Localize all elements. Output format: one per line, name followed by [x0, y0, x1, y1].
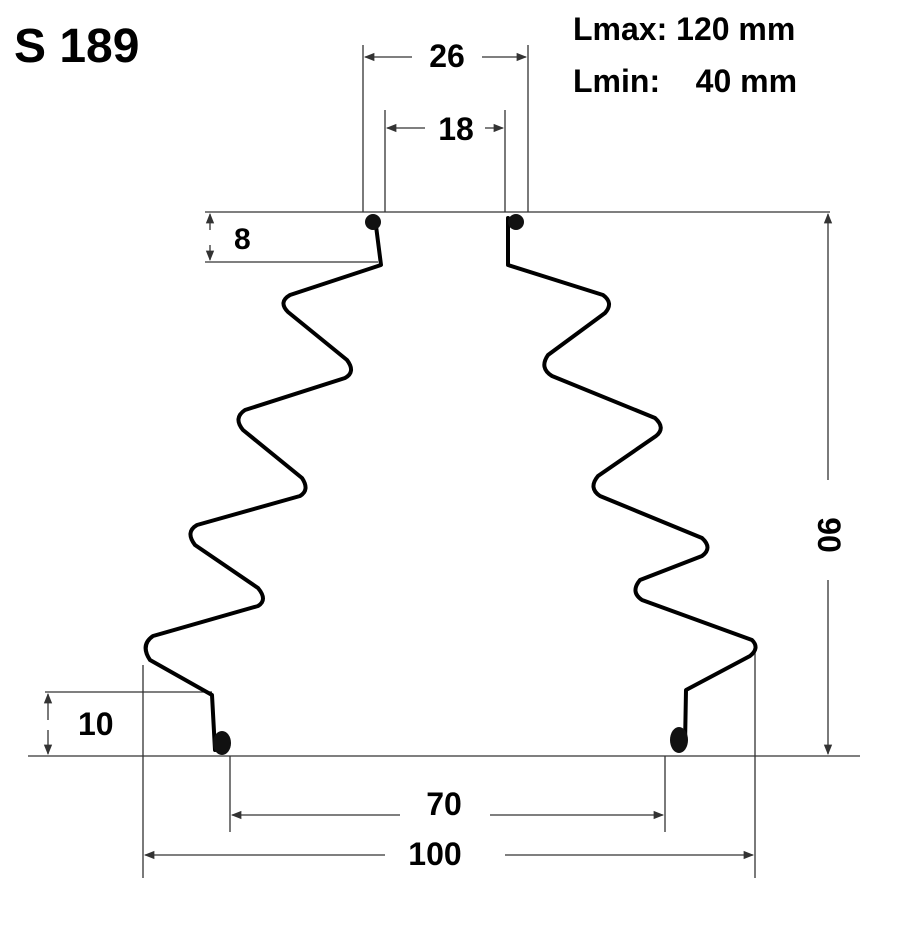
- top-right-bead: [508, 214, 524, 230]
- dimension-label: 70: [426, 786, 462, 822]
- bellows-right-wall: [506, 216, 758, 747]
- part-number-title: S 189: [14, 20, 139, 73]
- dimension-label: 90: [811, 517, 847, 553]
- dimension-top-outer: 26: [362, 38, 529, 212]
- dimension-top-collar: 8: [205, 211, 378, 263]
- bellows-profile: [143, 214, 758, 755]
- lmin-spec: Lmin: 40 mm: [573, 63, 797, 99]
- dimension-label: 100: [408, 836, 461, 872]
- bellows-left-wall: [143, 216, 383, 752]
- dimension-label: 10: [78, 706, 114, 742]
- reference-lines: [28, 211, 860, 757]
- dimension-top-inner: 18: [384, 110, 506, 212]
- dimension-bottom-collar: 10: [43, 691, 212, 756]
- dimension-height: 90: [811, 212, 847, 756]
- dimension-bottom-outer: 100: [142, 650, 756, 878]
- bottom-left-bead: [213, 731, 231, 755]
- dimension-label: 8: [234, 223, 251, 256]
- dimension-label: 18: [438, 111, 474, 147]
- bottom-right-bead: [670, 727, 688, 753]
- lmax-spec: Lmax: 120 mm: [573, 11, 795, 47]
- dimension-bottom-inner: 70: [229, 756, 666, 832]
- dimension-label: 26: [429, 38, 465, 74]
- top-left-bead: [365, 214, 381, 230]
